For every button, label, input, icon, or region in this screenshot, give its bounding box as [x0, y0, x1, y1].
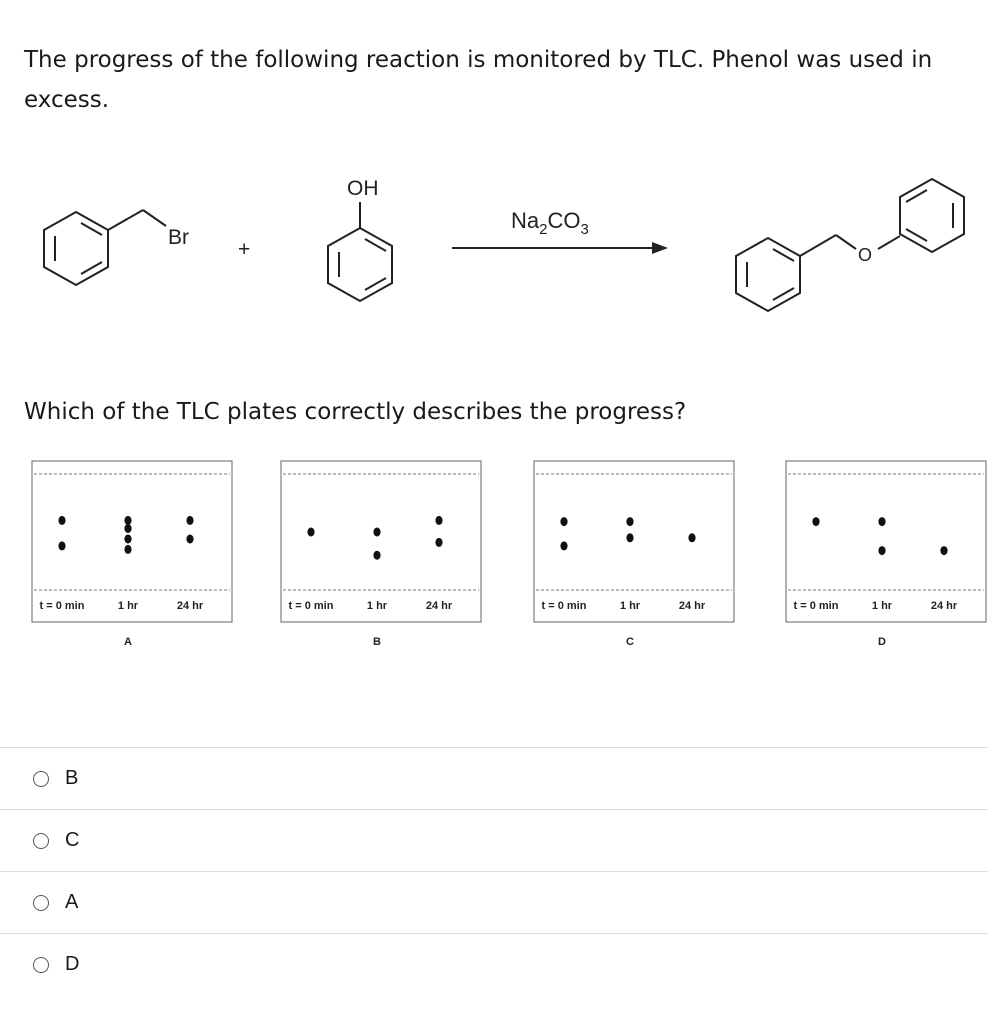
- plate-letter: B: [373, 636, 381, 648]
- lane-label: t = 0 min: [40, 600, 85, 612]
- tlc-spot: [124, 534, 132, 544]
- tlc-spot: [812, 517, 820, 527]
- benzene-ring-phenol: [327, 226, 393, 303]
- benzene-ring-product-left: [735, 236, 801, 313]
- tlc-spot: [940, 546, 948, 556]
- choice-label: C: [65, 829, 80, 851]
- radio-button[interactable]: [33, 832, 49, 849]
- choice-c[interactable]: C: [0, 809, 988, 871]
- plus-sign: +: [238, 238, 250, 261]
- tlc-spot: [626, 533, 634, 543]
- bromine-label: Br: [168, 226, 189, 249]
- tlc-plate-c: t = 0 min 1 hr 24 hr C: [533, 460, 735, 648]
- answer-choices: B C A D: [0, 747, 988, 995]
- arrow-head: [652, 242, 668, 254]
- tlc-spot: [124, 544, 132, 554]
- tlc-plates: t = 0 min 1 hr 24 hr At = 0 min 1 hr 24 hr Bt …: [31, 460, 987, 648]
- plate-letter: A: [124, 636, 132, 648]
- lane-label: 24 hr: [679, 600, 706, 612]
- radio-button[interactable]: [33, 770, 49, 787]
- tlc-spot: [58, 515, 66, 525]
- lane-label: 24 hr: [426, 600, 453, 612]
- lane-label: t = 0 min: [289, 600, 334, 612]
- choice-label: A: [65, 891, 79, 913]
- radio-button[interactable]: [33, 956, 49, 973]
- choice-b[interactable]: B: [0, 747, 988, 809]
- benzene-ring-bromide: [43, 210, 109, 287]
- tlc-spot: [878, 517, 886, 527]
- lane-label: t = 0 min: [794, 600, 839, 612]
- lane-label: 1 hr: [620, 600, 641, 612]
- lane-label: 1 hr: [872, 600, 893, 612]
- lane-label: 1 hr: [118, 600, 139, 612]
- tlc-spot: [373, 550, 381, 560]
- ether-oxygen-label: O: [858, 245, 872, 265]
- choice-d[interactable]: D: [0, 933, 988, 995]
- prompt-text: Which of the TLC plates correctly descri…: [24, 399, 687, 425]
- tlc-spot: [878, 546, 886, 556]
- question-line-2: excess.: [24, 87, 110, 113]
- tlc-plate-a: t = 0 min 1 hr 24 hr A: [31, 460, 233, 648]
- tlc-spot: [560, 517, 568, 527]
- reaction-scheme: Br + OH Na2CO3 O: [43, 177, 965, 313]
- question-text: The progress of the following reaction i…: [24, 40, 974, 120]
- lane-label: 1 hr: [367, 600, 388, 612]
- tlc-spot: [124, 524, 132, 533]
- tlc-spot: [435, 515, 443, 525]
- choice-label: D: [65, 953, 80, 975]
- plate-border: [533, 460, 735, 623]
- tlc-spot: [186, 515, 194, 525]
- plate-border: [785, 460, 987, 623]
- plate-letter: D: [878, 636, 886, 648]
- lane-label: 24 hr: [177, 600, 204, 612]
- tlc-spot: [186, 534, 194, 544]
- benzene-ring-product-right: [899, 177, 965, 254]
- plate-border: [31, 460, 233, 623]
- question-line-1: The progress of the following reaction i…: [24, 47, 933, 73]
- tlc-spot: [58, 541, 66, 551]
- tlc-spot: [307, 527, 315, 537]
- choice-label: B: [65, 767, 79, 789]
- hydroxyl-label: OH: [347, 177, 379, 200]
- choice-a[interactable]: A: [0, 871, 988, 933]
- tlc-plate-b: t = 0 min 1 hr 24 hr B: [280, 460, 482, 648]
- tlc-spot: [435, 537, 443, 547]
- tlc-spot: [688, 533, 696, 543]
- tlc-spot: [560, 541, 568, 551]
- radio-button[interactable]: [33, 894, 49, 911]
- tlc-spot: [124, 515, 132, 525]
- lane-label: 24 hr: [931, 600, 958, 612]
- tlc-spot: [373, 527, 381, 537]
- plate-letter: C: [626, 636, 634, 648]
- tlc-plate-d: t = 0 min 1 hr 24 hr D: [785, 460, 987, 648]
- lane-label: t = 0 min: [542, 600, 587, 612]
- plate-border: [280, 460, 482, 623]
- reagent-label: Na2CO3: [511, 208, 589, 238]
- tlc-spot: [626, 517, 634, 527]
